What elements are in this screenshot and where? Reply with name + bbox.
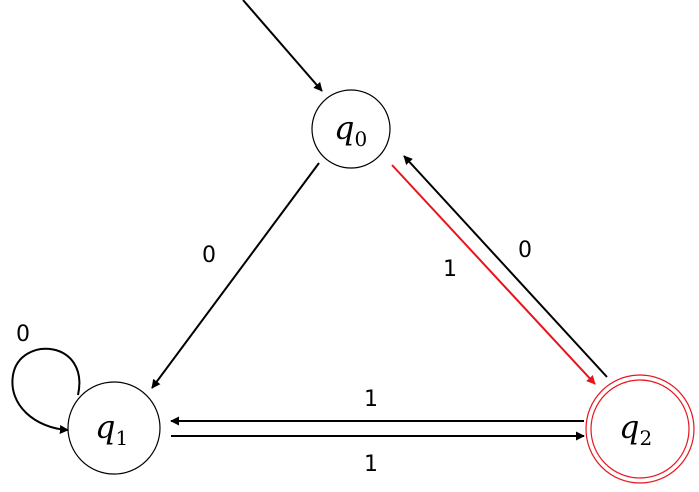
state-q0-subscript: 0 <box>354 127 367 151</box>
edge-label-q2-q1: 1 <box>364 387 378 412</box>
state-q2-label: q2 <box>619 408 652 450</box>
state-q2[interactable]: q2 <box>585 374 695 484</box>
state-q0-letter: q <box>334 109 354 147</box>
state-q2-subscript: 2 <box>639 426 652 450</box>
state-q1[interactable]: q1 <box>67 381 161 475</box>
start-arrow <box>242 0 323 92</box>
edge-label-q1-q2: 1 <box>364 452 378 477</box>
edge-q0-q1 <box>151 162 320 389</box>
state-q1-label: q1 <box>95 408 128 450</box>
edge-label-q1-self: 0 <box>16 322 30 347</box>
edge-q0-q2 <box>391 164 596 385</box>
edge-label-q0-q1: 0 <box>202 243 216 268</box>
state-q0-label: q0 <box>334 109 367 151</box>
state-q2-letter: q <box>619 408 639 446</box>
edge-q2-q0 <box>403 155 608 378</box>
state-q1-circle <box>67 381 161 475</box>
state-q0-circle <box>311 89 391 169</box>
state-q0[interactable]: q0 <box>311 89 391 169</box>
edge-q1-self-loop <box>11 347 81 434</box>
state-q1-letter: q <box>95 408 115 446</box>
edge-label-q0-q2: 1 <box>443 257 457 282</box>
edge-label-q2-q0: 0 <box>518 238 532 263</box>
state-q1-subscript: 1 <box>115 426 128 450</box>
state-q2-inner-circle <box>590 379 690 479</box>
